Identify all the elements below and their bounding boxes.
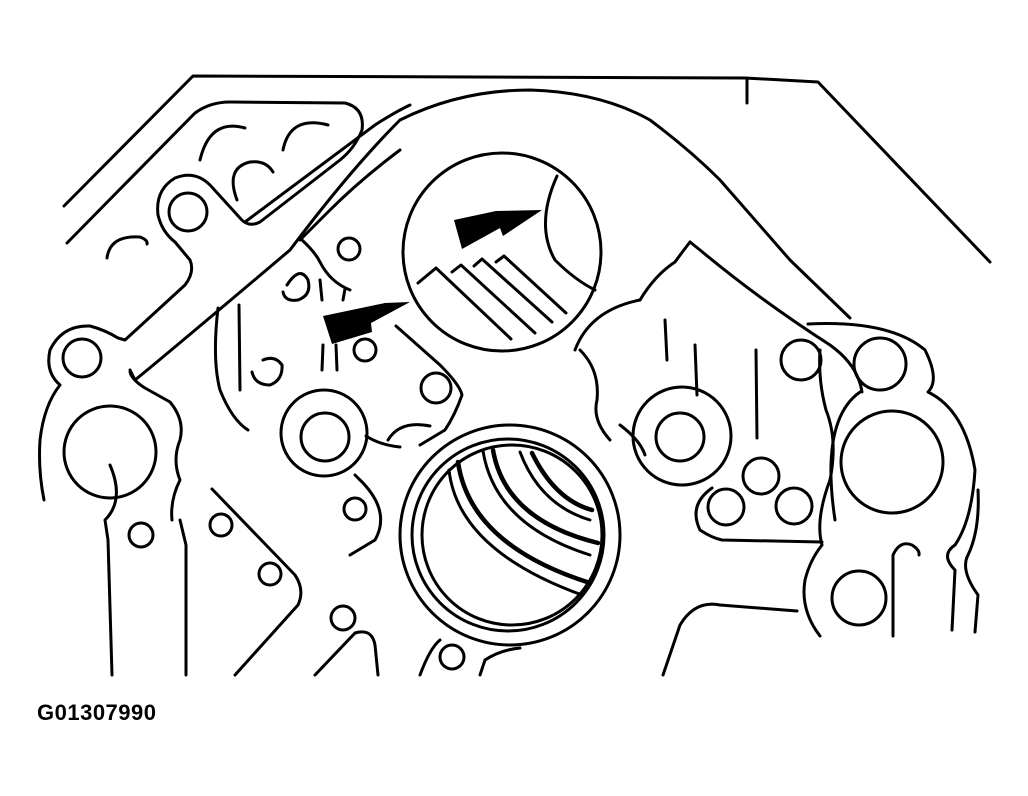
figure-id-label: G01307990: [37, 700, 157, 725]
small-holes-left: [213, 236, 464, 447]
lower-right-passages: [661, 348, 980, 677]
arrow-detail-icon: [454, 210, 542, 249]
upper-left-channel: [38, 100, 412, 502]
lower-left-passages: [127, 473, 522, 677]
detail-view-circle: [401, 151, 603, 353]
left-bolt-boss: [279, 388, 402, 478]
outer-case-outline: [62, 74, 992, 264]
main-raised-boss-outline: [62, 88, 852, 677]
central-bore: [386, 423, 647, 647]
arrow-left-icon: [323, 302, 410, 344]
center-sloped-band: [298, 148, 864, 394]
